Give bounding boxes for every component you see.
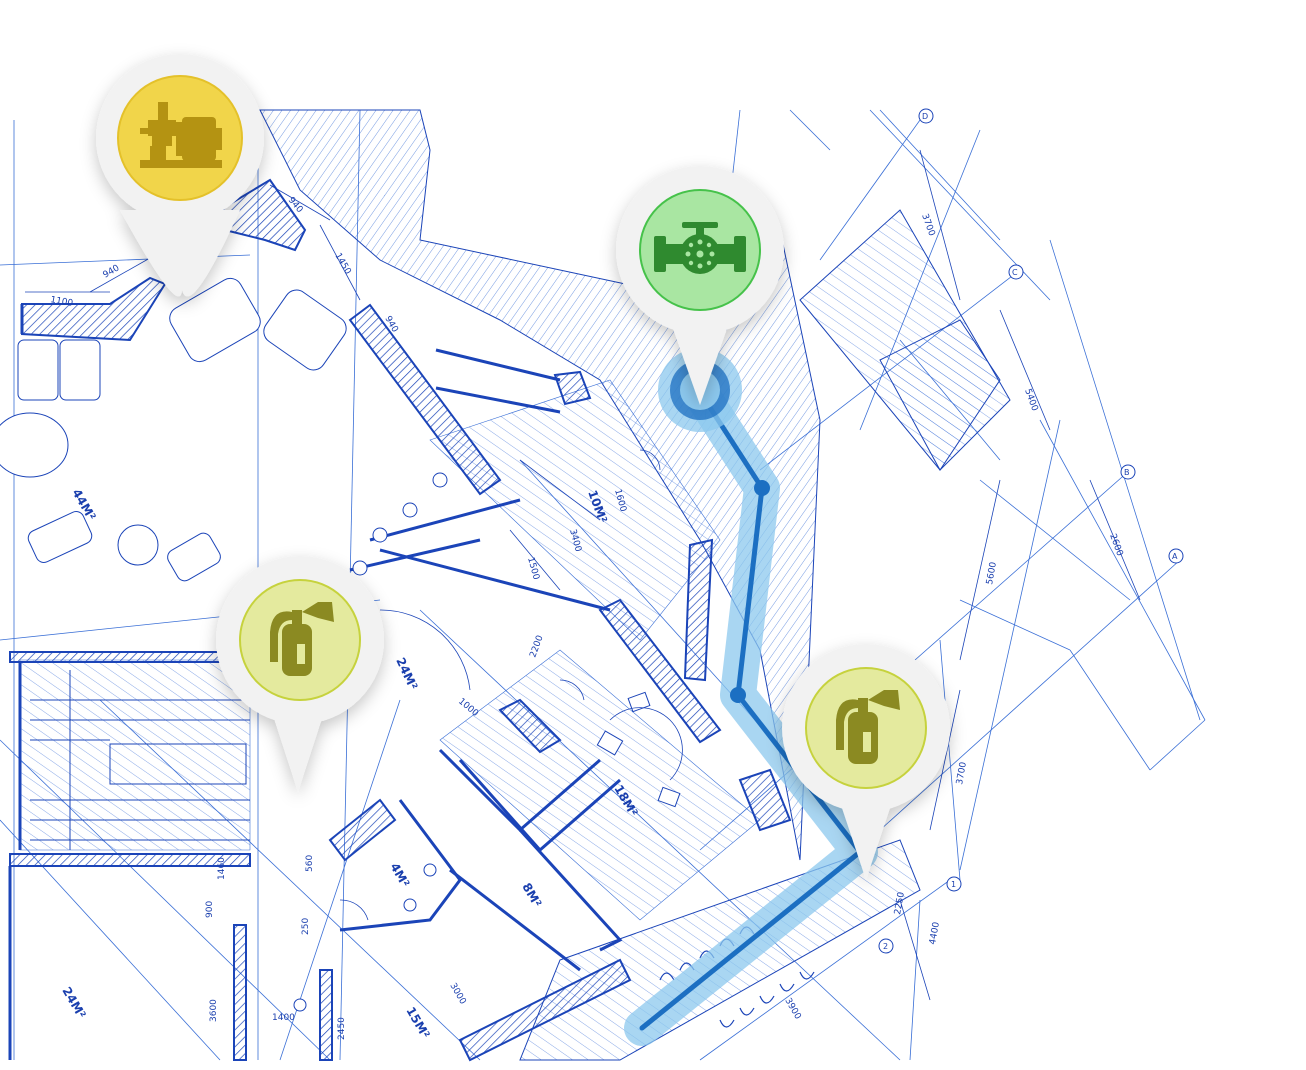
furniture [0, 277, 681, 1012]
dim-940-a: 940 [102, 263, 122, 280]
construction-lines [0, 109, 1206, 1061]
axis-markers [878, 108, 1184, 954]
axis-label-b: B [1124, 468, 1130, 477]
dim-2200: 2200 [528, 634, 545, 659]
room-area-8: 8M² [519, 881, 544, 910]
axis-labels: D C B A 1 2 [883, 112, 1178, 951]
arc-door-swings [339, 449, 683, 921]
dim-5400: 5400 [1022, 388, 1039, 413]
dim-3900: 3900 [782, 997, 802, 1022]
dim-1400: 1400 [272, 1013, 295, 1023]
dim-3700-b: 3700 [955, 761, 969, 786]
dim-1100: 1100 [49, 295, 74, 309]
extinguisher-right-marker-face [805, 667, 927, 789]
pump-marker-face [117, 75, 243, 201]
dim-4400: 4400 [928, 921, 942, 946]
dim-1450: 1450 [332, 252, 352, 277]
dim-2450: 2450 [337, 1017, 347, 1040]
dim-2600: 2600 [1107, 533, 1124, 558]
route-node [754, 480, 770, 496]
dimension-lines [25, 149, 1141, 1001]
pump-motor-icon [140, 102, 222, 168]
route-node [730, 687, 746, 703]
room-area-15: 15M² [403, 1005, 432, 1041]
axis-label-1: 1 [951, 880, 956, 889]
walls [9, 178, 792, 1062]
room-area-24-a: 24M² [393, 655, 420, 692]
dim-250: 250 [301, 918, 311, 935]
axis-label-d: D [922, 112, 928, 121]
dim-560: 560 [305, 855, 315, 872]
axis-label-a: A [1172, 552, 1178, 561]
valve-marker-face [639, 189, 761, 311]
stairs [30, 670, 250, 850]
dim-3600: 3600 [209, 999, 219, 1022]
dim-2250: 2250 [893, 891, 907, 916]
interior-walls [8, 304, 623, 1060]
dim-1500: 1500 [525, 556, 541, 581]
room-area-24-b: 24M² [59, 985, 88, 1021]
dim-5600: 5600 [985, 561, 999, 586]
room-area-4: 4M² [387, 861, 412, 890]
axis-label-c: C [1012, 268, 1018, 277]
dim-1460: 1460 [217, 857, 227, 880]
dim-900: 900 [205, 901, 215, 918]
route-path [624, 374, 878, 1046]
dim-3700-a: 3700 [919, 213, 936, 238]
axis-label-2: 2 [883, 942, 888, 951]
dim-3000: 3000 [447, 982, 467, 1007]
extinguisher-left-marker-face [239, 579, 361, 701]
